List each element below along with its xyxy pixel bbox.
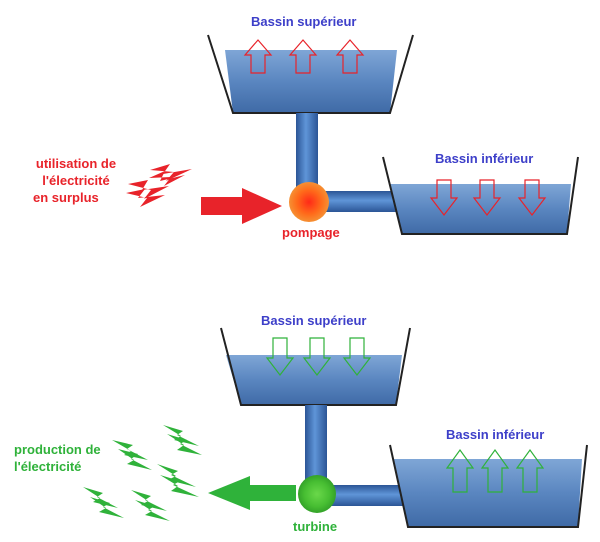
energy-source-label: utilisation de l'électricité en surplus [33, 155, 119, 206]
energy-source-line-1: utilisation de [35, 156, 117, 171]
lightning-bolt-icon [163, 425, 202, 455]
down-arrow-icon [265, 337, 295, 376]
top-lower-basin-label: Bassin inférieur [435, 151, 534, 166]
down-arrow-icon [472, 179, 502, 216]
up-arrow-icon [515, 448, 545, 493]
down-arrow-icon [342, 337, 372, 376]
bottom-horizontal-pipe [327, 485, 403, 506]
bottom-upper-basin-label: Bassin supérieur [261, 313, 367, 328]
up-arrow-icon [335, 39, 365, 74]
bottom-lower-basin-label: Bassin inférieur [446, 427, 545, 442]
down-arrow-icon [429, 179, 459, 216]
lightning-bolt-icon [149, 164, 192, 186]
turbine-label: turbine [293, 519, 338, 534]
turbine-ball-icon [298, 475, 336, 513]
pump-ball-icon [289, 182, 329, 222]
top-lower-down-arrows [429, 179, 547, 216]
lightning-bolt-icon [126, 180, 169, 207]
energy-input-arrow [201, 188, 282, 224]
bottom-lower-basin [389, 444, 588, 528]
top-horizontal-pipe [318, 191, 398, 212]
energy-source-line-3: en surplus [33, 190, 99, 205]
energy-output-label: production de l'électricité [14, 441, 101, 475]
up-arrow-icon [288, 39, 318, 74]
top-upper-basin-label: Bassin supérieur [251, 14, 357, 29]
bottom-upper-basin [220, 327, 411, 406]
up-arrow-icon [480, 448, 510, 493]
up-arrow-icon [243, 39, 273, 74]
energy-output-arrow [208, 476, 296, 510]
energy-output-line-1: production de [14, 442, 101, 457]
lightning-bolt-icon [83, 487, 124, 518]
lightning-bolt-icon [112, 440, 152, 470]
down-arrow-icon [517, 179, 547, 216]
lightning-bolt-icon [131, 490, 170, 521]
up-arrow-icon [445, 448, 475, 493]
bottom-lower-up-arrows [445, 448, 545, 493]
pump-label: pompage [282, 225, 340, 240]
top-upper-up-arrows [243, 39, 365, 74]
energy-source-line-2: l'électricité [42, 173, 110, 188]
down-arrow-icon [302, 337, 332, 376]
energy-output-line-2: l'électricité [14, 459, 82, 474]
top-vertical-pipe [296, 113, 318, 193]
lightning-bolt-icon [157, 464, 199, 497]
bottom-upper-down-arrows [265, 337, 372, 376]
bottom-vertical-pipe [305, 405, 327, 485]
top-upper-basin [207, 34, 414, 114]
